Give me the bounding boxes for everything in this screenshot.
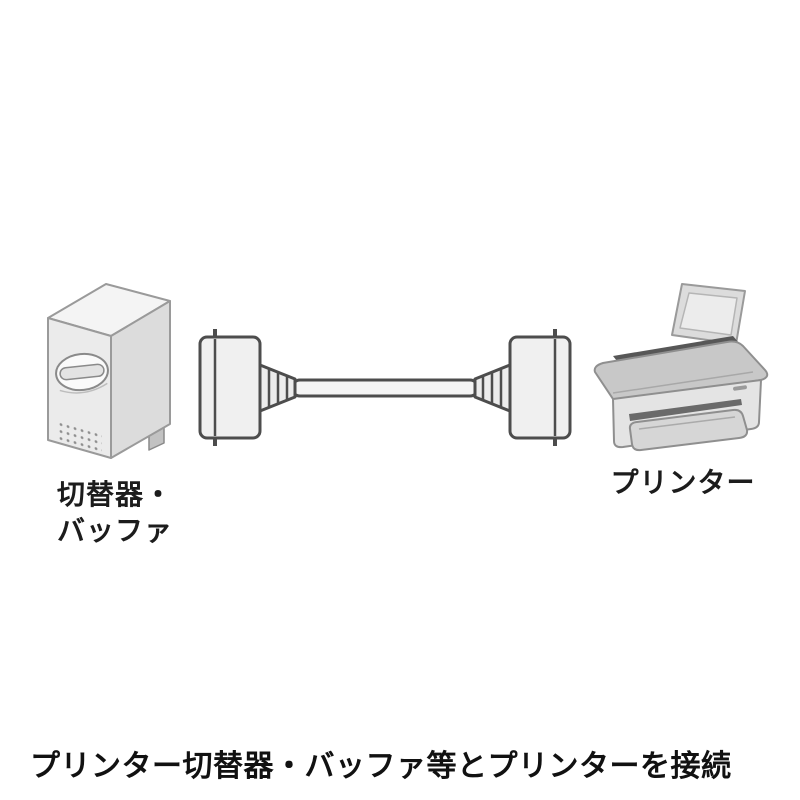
switch-box-label-line2: バッファ: [56, 514, 173, 547]
printer-graphic: [593, 283, 769, 452]
connector-left-top-clip: [213, 329, 217, 341]
switch-box-illustration: [38, 276, 183, 471]
switch-box-dial: [55, 352, 109, 394]
switch-box-label: 切替器・ バッファ: [40, 477, 190, 549]
printer-label: プリンター: [610, 466, 756, 499]
switch-box-graphic: [47, 283, 171, 459]
connector-right-top-clip: [553, 329, 557, 341]
switch-box-label-line1: 切替器・: [56, 478, 173, 511]
connector-right-body: [508, 335, 572, 440]
connector-right: [473, 329, 572, 446]
vent-dots: [56, 419, 102, 455]
connector-left: [198, 329, 297, 446]
connector-left-bottom-clip: [213, 434, 217, 446]
parallel-cable-illustration: [195, 325, 575, 450]
connector-left-body: [198, 335, 262, 440]
printer-illustration: [583, 276, 783, 471]
printer-output-slot: [629, 399, 742, 421]
printer-buttons: [733, 385, 747, 391]
parallel-cable-graphic: [198, 329, 572, 446]
cable-wire: [290, 378, 480, 398]
caption-text: プリンター切替器・バッファ等とプリンターを接続: [30, 749, 732, 784]
connector-right-bottom-clip: [553, 434, 557, 446]
printer-paper-support: [671, 283, 746, 345]
printer-output-tray: [628, 408, 749, 452]
